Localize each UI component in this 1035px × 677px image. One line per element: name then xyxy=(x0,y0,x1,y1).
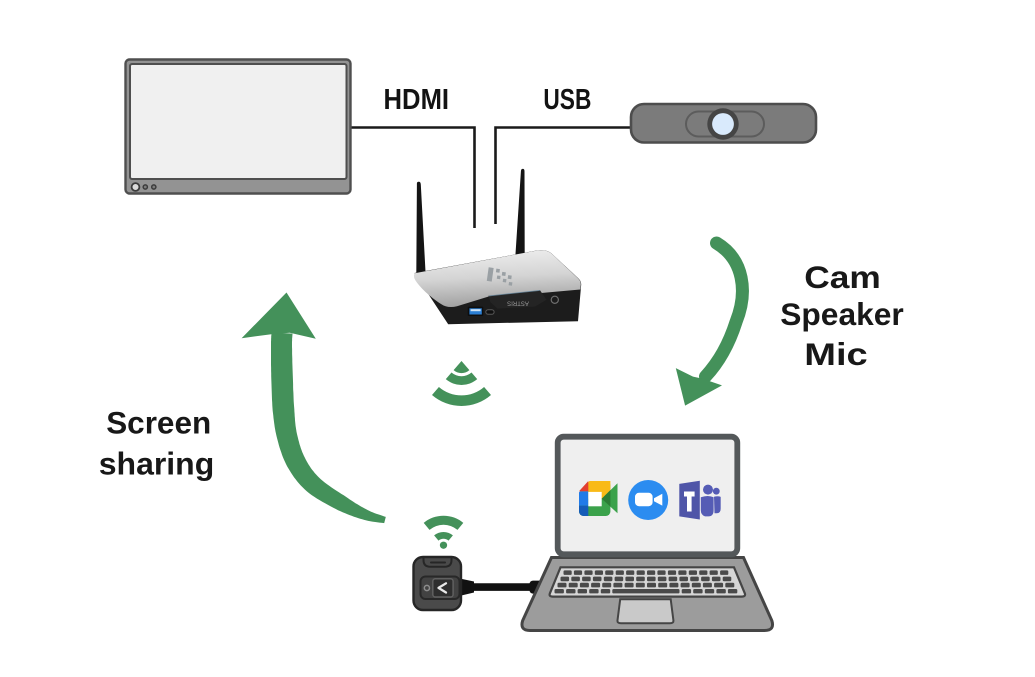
svg-text:HDMI: HDMI xyxy=(384,84,450,116)
svg-text:Mic: Mic xyxy=(804,336,868,372)
svg-text:Screen: Screen xyxy=(106,405,211,441)
svg-text:USB: USB xyxy=(543,84,591,116)
svg-text:ASTRIS: ASTRIS xyxy=(507,300,529,306)
svg-text:Speaker: Speaker xyxy=(780,296,904,332)
svg-text:sharing: sharing xyxy=(99,446,215,482)
svg-text:Cam: Cam xyxy=(804,259,881,295)
